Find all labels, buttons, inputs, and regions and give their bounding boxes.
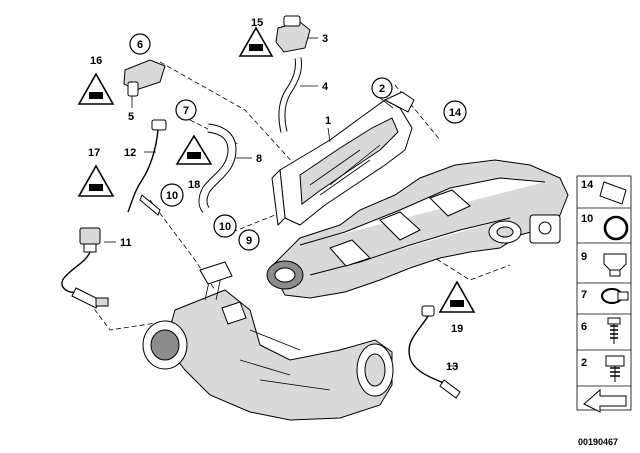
warning-triangle-icon	[175, 134, 213, 165]
legend-item-2: 2	[577, 355, 631, 387]
legend-item-10: 10	[577, 213, 631, 244]
heat-shield	[271, 99, 413, 227]
label-12: 12	[124, 147, 136, 159]
label-16: 16	[90, 55, 102, 67]
svg-text:10: 10	[219, 221, 231, 233]
callout-7: 7	[175, 99, 197, 121]
diagram-id: 00190467	[578, 437, 618, 447]
svg-text:10: 10	[581, 213, 593, 225]
exhaust-temperature-sensor-upper	[127, 119, 167, 216]
label-13: 13	[446, 361, 458, 373]
connecting-pipe	[198, 123, 252, 213]
label-8: 8	[256, 153, 262, 165]
pressure-hose	[278, 57, 318, 133]
svg-text:10: 10	[166, 190, 178, 202]
heat-shield-bracket	[379, 91, 415, 113]
legend-item-9: 9	[577, 251, 631, 284]
exhaust-manifold	[266, 159, 569, 299]
label-15: 15	[251, 17, 263, 29]
sensor-bracket	[123, 59, 166, 108]
svg-text:7: 7	[183, 105, 189, 117]
legend-item-6: 6	[577, 317, 631, 351]
callout-2: 2	[371, 77, 393, 99]
legend-item-14: 14	[577, 179, 631, 209]
label-11: 11	[120, 237, 132, 249]
callout-9: 9	[238, 229, 260, 251]
label-19: 19	[451, 323, 463, 335]
pressure-sensor	[275, 15, 318, 53]
callout-10a: 10	[160, 183, 184, 207]
svg-text:7: 7	[581, 289, 587, 301]
warning-triangle-icon	[77, 72, 115, 105]
warning-triangle-icon	[238, 26, 274, 57]
svg-text:2: 2	[379, 83, 385, 95]
parts-legend: 14 10 9 7 6 2	[576, 175, 632, 413]
exhaust-temperature-sensor-lower	[408, 305, 461, 399]
callout-6: 6	[129, 33, 151, 55]
callout-14: 14	[443, 100, 467, 124]
svg-text:6: 6	[581, 321, 587, 333]
svg-text:6: 6	[137, 39, 143, 51]
label-3: 3	[322, 33, 328, 45]
label-1: 1	[325, 115, 331, 127]
svg-text:14: 14	[449, 107, 462, 119]
warning-triangle-icon	[438, 280, 476, 313]
oxygen-sensor	[61, 227, 116, 309]
warning-triangle-icon	[77, 164, 115, 197]
label-4: 4	[322, 81, 329, 93]
label-17: 17	[88, 147, 100, 159]
svg-text:9: 9	[246, 235, 252, 247]
svg-text:2: 2	[581, 357, 587, 369]
label-5: 5	[128, 111, 134, 123]
arrow-icon	[583, 388, 627, 413]
legend-item-7: 7	[577, 288, 631, 315]
callout-10b: 10	[213, 214, 237, 238]
diesel-particulate-filter	[142, 261, 394, 421]
svg-text:9: 9	[581, 251, 587, 263]
svg-text:14: 14	[581, 179, 594, 191]
label-18: 18	[188, 179, 200, 191]
